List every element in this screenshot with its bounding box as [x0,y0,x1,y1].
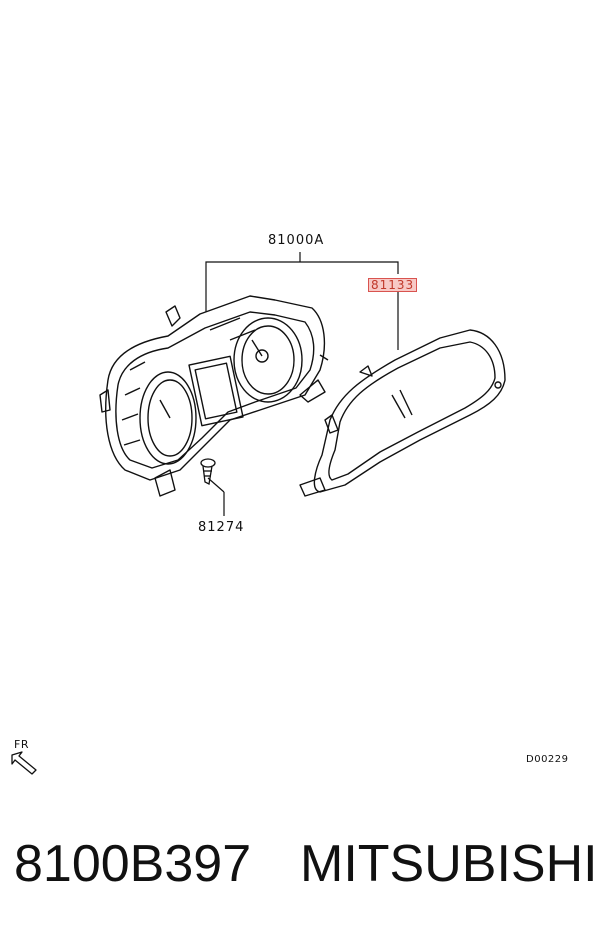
arrow-up-left-icon [11,751,37,775]
meter-lens-cover [299,329,506,497]
leader-screw-angle [207,477,225,493]
leader-lines [205,252,399,516]
label-lens: 81133 [368,278,418,292]
leader-assembly [205,261,399,312]
meter-cluster-assembly [99,295,329,497]
footer-part-number: 8100B397 [14,835,252,893]
label-assembly: 81000A [268,233,325,248]
screw-part [200,458,216,485]
label-diagram-code: D00229 [526,754,569,765]
label-screw: 81274 [198,520,245,535]
label-front: FR [14,738,29,751]
footer-brand: MITSUBISHI [300,835,598,893]
